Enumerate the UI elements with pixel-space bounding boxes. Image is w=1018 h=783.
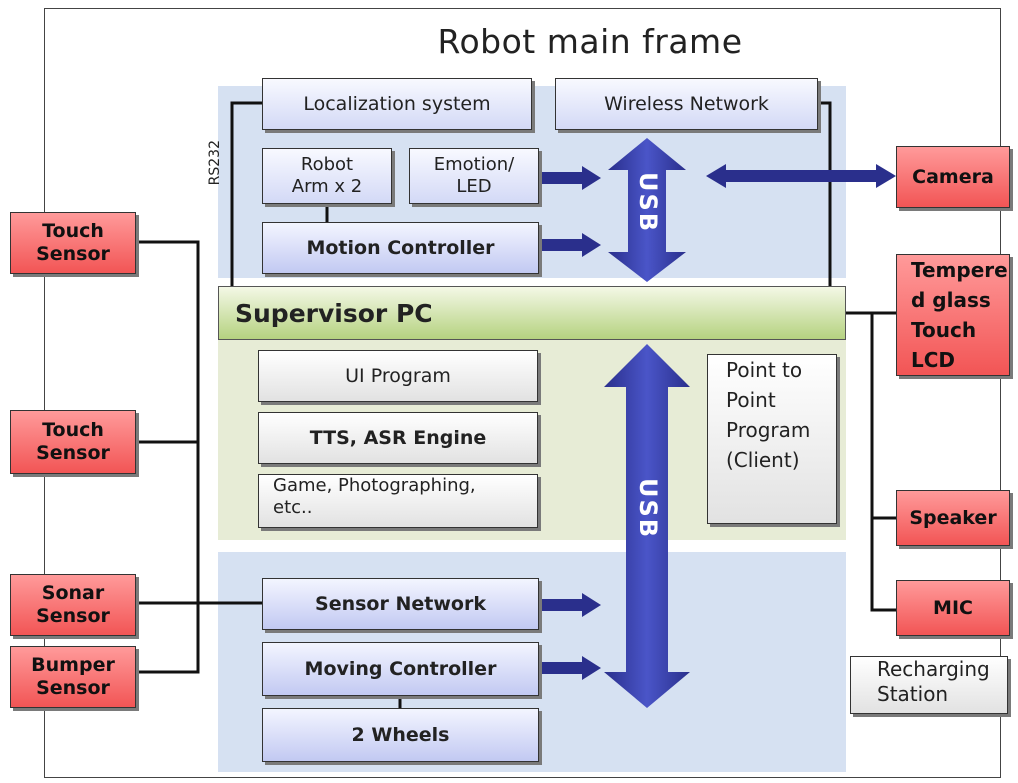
usb-bottom-arrow — [604, 344, 690, 708]
touch-sensor-1-line-2: Sensor — [36, 243, 110, 265]
game-photographing-block: Game, Photographing, etc.. — [258, 474, 538, 528]
sonar-sensor-line-2: Sensor — [36, 605, 110, 627]
sensor-network-block: Sensor Network — [262, 578, 539, 630]
speaker-block: Speaker — [896, 490, 1010, 546]
robot-arm-label-line-1: Robot — [300, 154, 354, 176]
motion-controller-label: Motion Controller — [306, 236, 495, 259]
robot-arm-block: Robot Arm x 2 — [262, 148, 392, 204]
touch-sensor-1-line-1: Touch — [42, 220, 104, 243]
emotion-led-block: Emotion/ LED — [409, 148, 539, 204]
touch-lcd-line-3: Touch — [911, 318, 977, 342]
touch-lcd-block: Tempere d glass Touch LCD — [896, 254, 1010, 376]
usb-bottom-label: USB — [634, 478, 662, 540]
localization-system-label: Localization system — [303, 92, 491, 115]
emotion-led-label-line-1: Emotion/ — [433, 154, 515, 176]
localization-system-block: Localization system — [262, 78, 532, 130]
wireless-network-block: Wireless Network — [555, 78, 818, 130]
sonar-sensor-block: Sonar Sensor — [10, 574, 136, 636]
speaker-label: Speaker — [909, 506, 997, 529]
output-bus-line — [870, 313, 896, 612]
touch-sensor-2-line-1: Touch — [42, 419, 104, 442]
usb-top-arrow — [608, 138, 686, 282]
touch-lcd-line-1: Tempere — [911, 258, 1008, 282]
motion-controller-block: Motion Controller — [262, 222, 539, 274]
usb-top-label: USB — [634, 172, 662, 234]
touch-sensor-2-block: Touch Sensor — [10, 410, 136, 474]
point-to-point-line-2: Point — [726, 388, 776, 412]
bumper-sensor-line-1: Bumper — [31, 654, 115, 677]
recharging-station-block: Recharging Station — [850, 656, 1008, 714]
bumper-sensor-block: Bumper Sensor — [10, 646, 136, 708]
sensor-network-label: Sensor Network — [315, 592, 486, 615]
camera-block: Camera — [896, 146, 1010, 208]
point-to-point-line-3: Program — [726, 418, 811, 442]
wireless-network-label: Wireless Network — [604, 92, 769, 115]
point-to-point-block: Point to Point Program (Client) — [707, 354, 837, 524]
point-to-point-line-4: (Client) — [726, 448, 800, 472]
mic-block: MIC — [896, 580, 1010, 636]
touch-lcd-line-4: LCD — [911, 348, 956, 372]
wireless-line — [818, 101, 832, 286]
supervisor-pc-bar: Supervisor PC — [218, 286, 846, 340]
rs232-line — [230, 101, 262, 286]
ui-program-label: UI Program — [345, 364, 451, 387]
touch-lcd-line-2: d glass — [911, 288, 991, 312]
touch-sensor-1-line — [136, 240, 200, 674]
mic-label: MIC — [933, 596, 973, 619]
camera-usb-arrow — [706, 164, 896, 188]
game-label-line-1: Game, Photographing, — [273, 475, 476, 496]
recharging-line-1: Recharging — [877, 657, 990, 681]
emotion-led-label-line-2: LED — [456, 176, 492, 197]
two-wheels-block: 2 Wheels — [262, 708, 539, 762]
rs232-label: RS232 — [207, 140, 223, 186]
bumper-sensor-line-2: Sensor — [36, 677, 110, 699]
two-wheels-label: 2 Wheels — [351, 723, 450, 746]
moving-controller-block: Moving Controller — [262, 642, 539, 696]
tts-asr-block: TTS, ASR Engine — [258, 412, 538, 464]
robot-arm-label-line-2: Arm x 2 — [291, 176, 363, 197]
touch-sensor-1-block: Touch Sensor — [10, 212, 136, 274]
ui-program-block: UI Program — [258, 350, 538, 402]
point-to-point-line-1: Point to — [726, 358, 803, 382]
main-frame-border — [44, 8, 1001, 778]
sonar-sensor-line-1: Sonar — [41, 582, 105, 605]
camera-label: Camera — [912, 165, 994, 188]
recharging-line-2: Station — [877, 682, 949, 706]
moving-controller-label: Moving Controller — [304, 657, 497, 680]
tts-asr-label: TTS, ASR Engine — [309, 426, 487, 449]
game-label-line-2: etc.. — [273, 496, 313, 518]
touch-sensor-2-line-2: Sensor — [36, 442, 110, 464]
diagram-title: Robot main frame — [437, 22, 743, 61]
